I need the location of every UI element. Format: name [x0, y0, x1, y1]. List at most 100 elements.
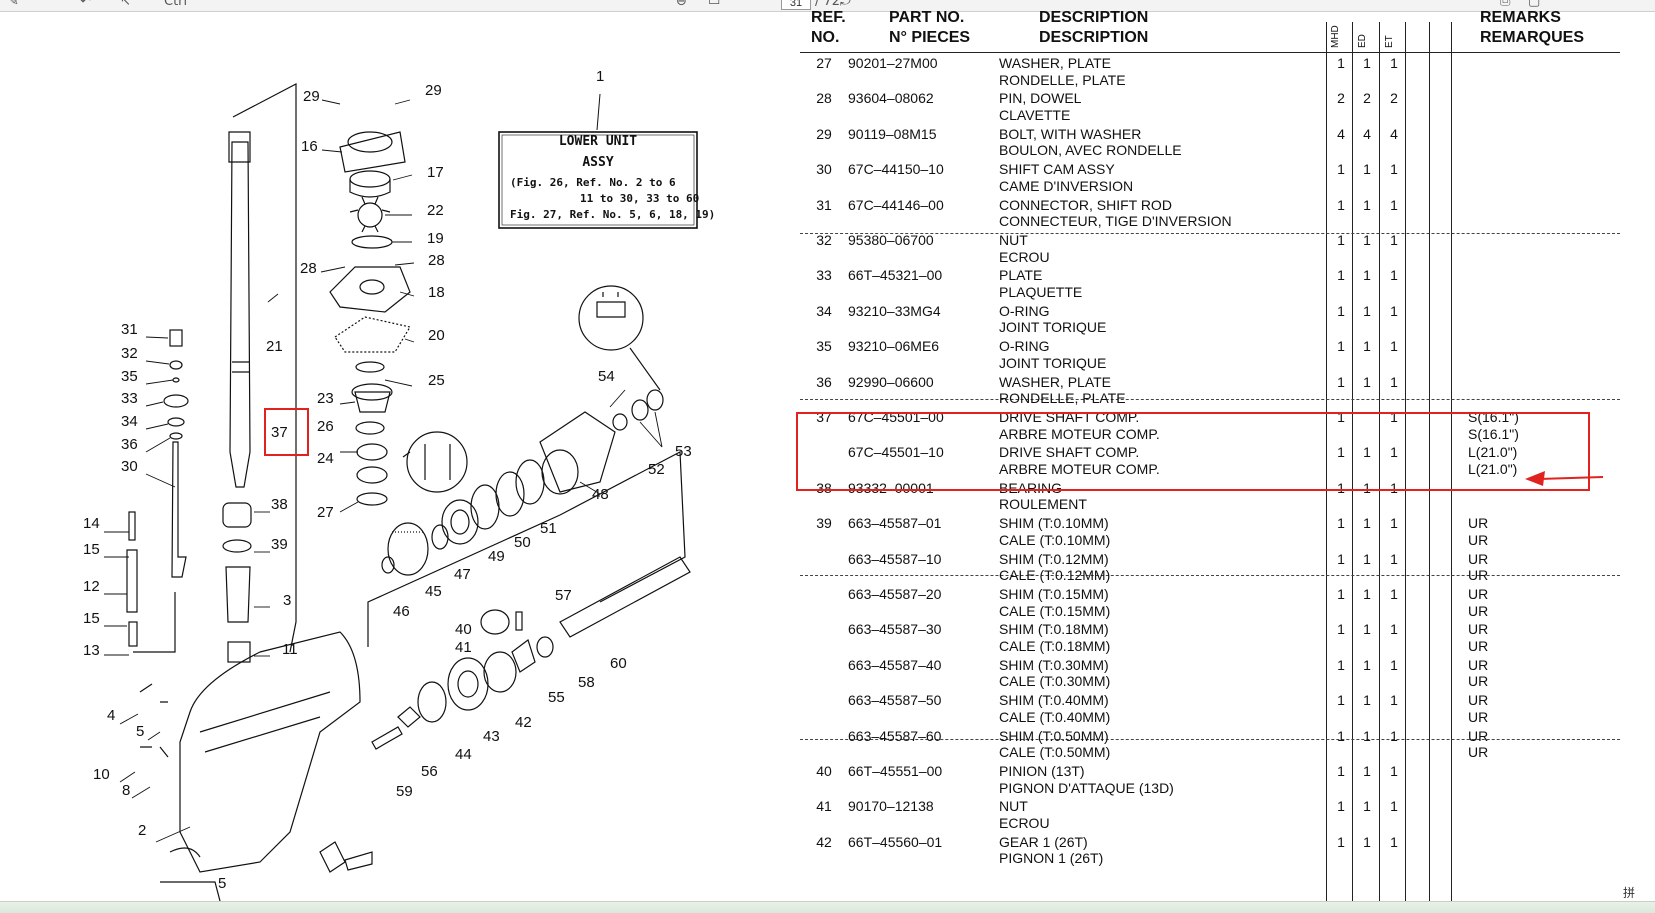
qty-mhd: 1 — [1337, 727, 1345, 744]
cursor-icon[interactable]: ↖ — [120, 0, 131, 9]
callout-label: 8 — [122, 782, 131, 799]
qty-mhd: 1 — [1337, 586, 1345, 602]
qty-ed: 1 — [1363, 621, 1371, 638]
callout-label: 33 — [121, 390, 138, 407]
print-icon[interactable]: ⎙ — [1500, 0, 1511, 9]
ref-cell: 32 — [816, 232, 832, 248]
qty-ed: 2 — [1363, 90, 1371, 107]
parts-table: REF. NO. PART NO. N° PIECES DESCRIPTION … — [800, 9, 1620, 901]
zoom-icon[interactable]: ⊖ — [676, 0, 687, 9]
ref-cell: 33 — [816, 267, 832, 284]
callout-label: 38 — [271, 496, 288, 513]
rotate-icon[interactable]: ⤾ — [840, 0, 851, 9]
part-number-cell: 95380–06700 — [848, 232, 934, 248]
exploded-parts-diagram: 1 LOWER UNIT ASSY (Fig. 26, Ref. No. 2 t… — [0, 12, 790, 901]
part-number-cell: 663–45587–40 — [848, 656, 942, 673]
callout-label: 11 — [282, 641, 298, 658]
qty-et: 1 — [1390, 196, 1398, 213]
assy-note-3: Fig. 27, Ref. No. 5, 6, 18, 19) — [510, 208, 716, 221]
description-en: O-RING — [999, 338, 1050, 355]
callout-label: 15 — [83, 610, 100, 627]
remark-1: L(21.0") — [1468, 444, 1518, 461]
callout-label: 15 — [83, 541, 100, 558]
part-number-cell: 93332–00001 — [848, 479, 934, 496]
qty-et: 1 — [1390, 302, 1398, 319]
description-en: GEAR 1 (26T) — [999, 833, 1088, 850]
qty-mhd: 1 — [1337, 515, 1345, 532]
header-rule — [800, 52, 1620, 53]
qty-ed: 1 — [1363, 373, 1371, 390]
description-fr: PIGNON D'ATTAQUE (13D) — [999, 779, 1174, 796]
description-fr: CAME D'INVERSION — [999, 177, 1134, 194]
callout-label: 13 — [83, 642, 100, 659]
search-text[interactable]: Ctrl — [164, 0, 188, 9]
description-fr: ROULEMENT — [999, 496, 1087, 513]
ime-indicator[interactable]: 拼 — [1622, 886, 1635, 900]
diagram-svg — [104, 83, 698, 901]
qty-et: 1 — [1390, 338, 1398, 355]
qty-et: 4 — [1390, 125, 1398, 142]
description-fr: CLAVETTE — [999, 106, 1071, 123]
callout-label: 54 — [598, 368, 615, 385]
qty-ed: 1 — [1363, 479, 1371, 496]
ref-cell: 36 — [816, 373, 832, 390]
description-en: SHIFT CAM ASSY — [999, 161, 1115, 178]
description-fr: CALE (T:0.30MM) — [999, 673, 1111, 690]
callout-label: 56 — [421, 763, 438, 780]
description-en: BEARING — [999, 479, 1063, 496]
callout-label: 48 — [592, 486, 609, 503]
ref-cell: 34 — [816, 302, 832, 319]
part-number-cell: 663–45587–50 — [848, 692, 942, 709]
callout-label: 41 — [455, 639, 472, 656]
page-number-input[interactable]: 31 — [781, 0, 811, 10]
qty-mhd: 1 — [1337, 267, 1345, 284]
assy-ref-number: 1 — [596, 68, 605, 85]
ref-cell: 35 — [816, 338, 832, 355]
callout-label: 46 — [393, 603, 410, 620]
remark-1: UR — [1468, 727, 1489, 744]
header-partno-en: PART NO. — [889, 9, 965, 26]
description-en: SHIM (T:0.10MM) — [999, 515, 1109, 532]
fit-icon[interactable]: ▭ — [708, 0, 721, 9]
callout-label: 29 — [425, 82, 442, 99]
qty-ed: 1 — [1363, 302, 1371, 319]
part-number-cell: 66T–45551–00 — [848, 763, 943, 779]
qty-mhd: 1 — [1337, 833, 1345, 850]
col-divider — [1451, 22, 1452, 901]
callout-label: 20 — [428, 327, 445, 344]
description-fr: JOINT TORIQUE — [999, 319, 1107, 336]
header-remarks-fr: REMARQUES — [1480, 29, 1585, 46]
window-icon[interactable]: ▢ — [1528, 0, 1541, 9]
document-page: 1 LOWER UNIT ASSY (Fig. 26, Ref. No. 2 t… — [0, 9, 1655, 901]
qty-mhd: 1 — [1337, 444, 1345, 461]
qty-ed: 1 — [1363, 232, 1371, 248]
part-number-cell: 93210–06ME6 — [848, 338, 940, 355]
part-number-cell: 66T–45321–00 — [848, 267, 943, 284]
remark-1: UR — [1468, 550, 1489, 567]
callout-label: 57 — [555, 587, 572, 604]
ref-cell: 31 — [816, 196, 832, 213]
qty-ed: 1 — [1363, 267, 1371, 284]
part-number-cell: 67C–45501–10 — [848, 444, 944, 461]
callout-label: 39 — [271, 536, 288, 553]
callout-label: 37 — [271, 424, 288, 441]
col-divider — [1326, 22, 1327, 901]
callout-label: 29 — [303, 88, 320, 105]
part-number-cell: 90170–12138 — [848, 798, 934, 815]
callout-label: 23 — [317, 390, 334, 407]
toolbar-icon[interactable]: ✎ — [8, 0, 19, 9]
callout-label: 32 — [121, 345, 138, 362]
part-number-cell: 67C–44146–00 — [848, 196, 944, 213]
qty-ed: 1 — [1363, 763, 1371, 779]
undo-icon[interactable]: ↶ — [80, 0, 91, 9]
qty-ed: 1 — [1363, 550, 1371, 567]
part-number-cell: 67C–44150–10 — [848, 161, 944, 178]
qty-ed: 1 — [1363, 656, 1371, 673]
